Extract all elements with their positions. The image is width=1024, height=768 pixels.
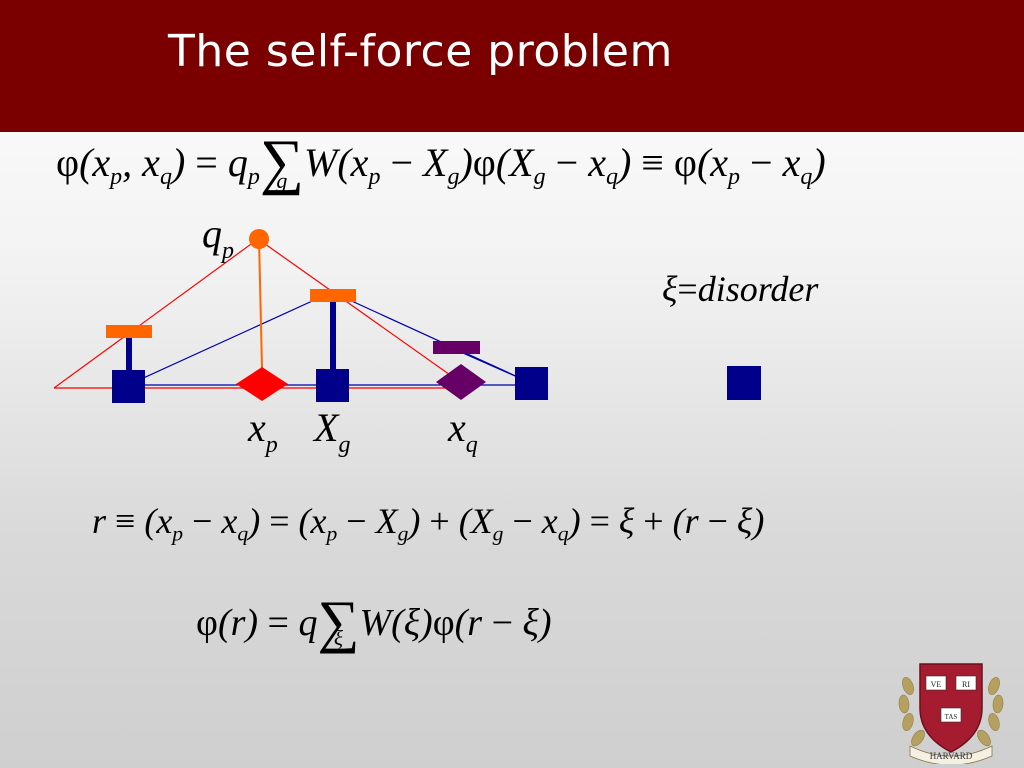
orange-bar-center <box>310 289 356 302</box>
sum-index: g <box>276 167 288 193</box>
title-banner: The self-force problem <box>0 0 1024 132</box>
svg-text:VE: VE <box>931 680 942 689</box>
harvard-seal-logo: VE RI TAS HARVARD <box>898 663 1004 764</box>
label-xp: xp <box>248 405 278 458</box>
r-symbol: r <box>92 501 107 541</box>
equation-r-decomposition: r ≡ (xp − xq) = (xp − Xg) + (Xg − xq) = … <box>92 501 765 546</box>
orange-charge-line <box>258 238 263 369</box>
orange-bar-left <box>106 325 152 338</box>
purple-diamond-xq <box>436 364 486 400</box>
svg-text:HARVARD: HARVARD <box>930 751 973 761</box>
slide-title: The self-force problem <box>168 26 673 77</box>
red-line-right <box>257 238 461 383</box>
label-xq: xq <box>448 405 478 458</box>
navy-square-far-right <box>727 366 761 400</box>
charge-dot <box>249 229 269 249</box>
sum-operator-xi: ∑ξ <box>317 589 360 654</box>
sum-index-xi: ξ <box>333 626 343 651</box>
svg-text:RI: RI <box>962 680 970 689</box>
sum-operator: ∑g <box>259 128 305 196</box>
label-Xg: Xg <box>314 405 351 458</box>
disorder-definition: ξ=disorder <box>662 269 819 309</box>
red-diamond-xp <box>236 367 288 401</box>
navy-square-left <box>112 370 145 403</box>
navy-square-right <box>515 367 548 400</box>
red-line-left <box>53 238 259 389</box>
phi-symbol: φ <box>56 139 80 185</box>
xi-symbol: ξ <box>662 269 678 309</box>
blue-line-left <box>127 291 333 386</box>
navy-square-center <box>316 369 349 402</box>
purple-bar <box>433 341 480 354</box>
stem-left <box>126 338 132 372</box>
svg-text:TAS: TAS <box>945 713 958 721</box>
disorder-word: disorder <box>697 269 819 309</box>
label-qp: qp <box>202 211 234 264</box>
stem-center <box>330 300 336 372</box>
